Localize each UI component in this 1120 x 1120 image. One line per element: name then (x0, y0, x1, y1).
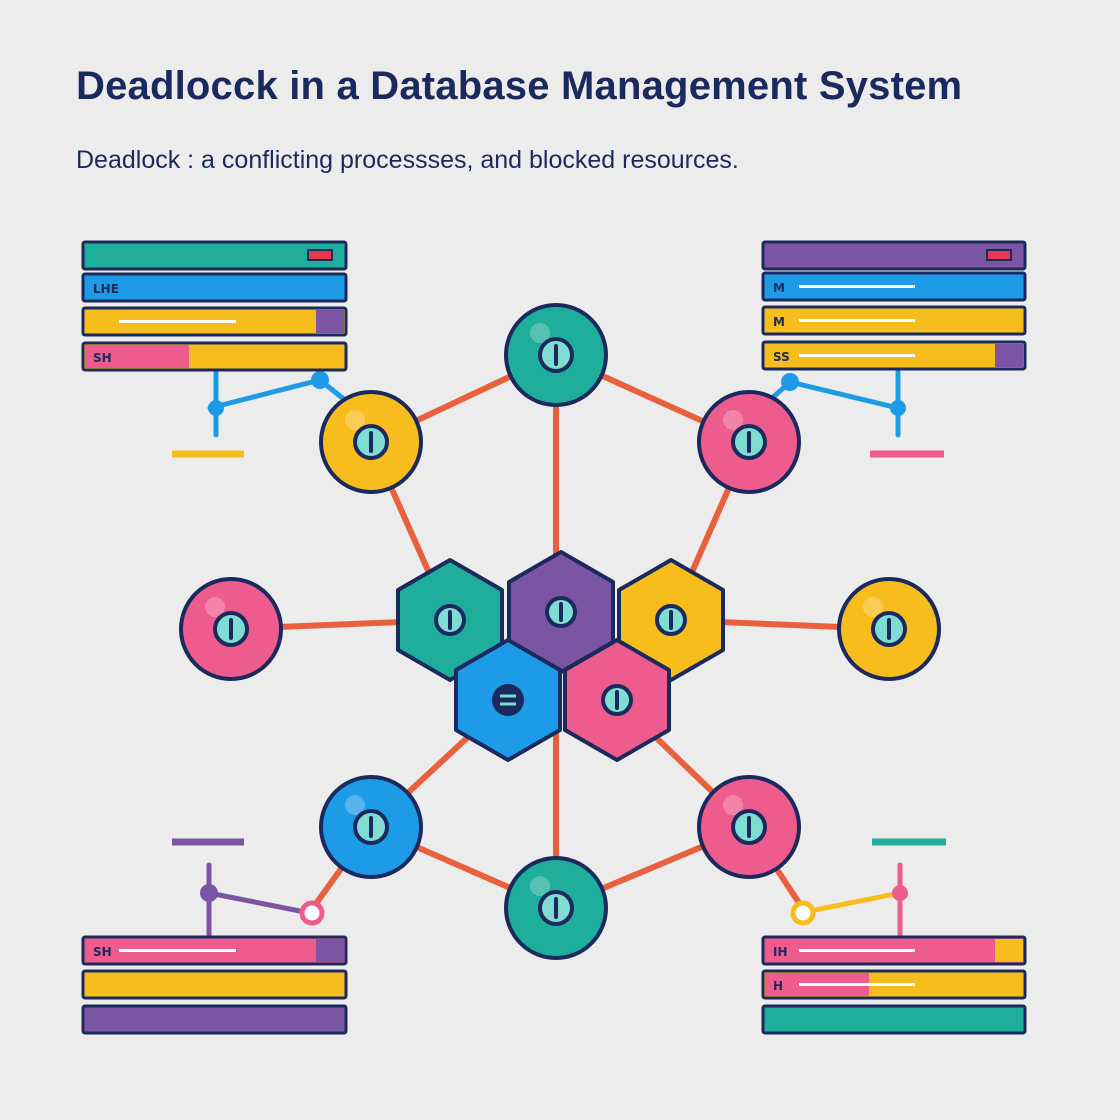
connector-joint (890, 400, 906, 416)
panel-bottom-right: IH H (761, 935, 1027, 1035)
row-label: M (773, 281, 785, 295)
node-highlight (723, 410, 743, 430)
diagram-subtitle: Deadlock : a conflicting processses, and… (76, 146, 739, 174)
connector-top-left (207, 369, 323, 438)
table-row: SH (81, 341, 348, 372)
row-label: IH (773, 945, 788, 959)
connector-link (802, 890, 903, 915)
connector-bottom-left (206, 862, 313, 938)
panel-connectors (172, 369, 946, 938)
row-tag: SH (93, 351, 112, 365)
node-highlight (863, 597, 883, 617)
node-highlight (345, 410, 365, 430)
connector-ring (790, 900, 816, 926)
process-right (837, 577, 941, 681)
panel-top-right: M M SS (761, 240, 1027, 371)
row-label: SH (93, 945, 112, 959)
diagram-title: Deadlocck in a Database Management Syste… (76, 64, 963, 108)
row-bar (81, 272, 348, 303)
resource-cluster (396, 550, 725, 762)
resource-tables: LHE SH M M SS SH IH H (81, 240, 1027, 1035)
panel-top-left: LHE SH (81, 240, 348, 372)
table-row (81, 306, 348, 337)
table-row: H (761, 969, 1027, 1000)
table-row: IH (761, 935, 1027, 966)
resource-purple (507, 550, 615, 674)
table-row: M (761, 305, 1027, 336)
connector-ring (299, 900, 325, 926)
row-label: M (773, 315, 785, 329)
node-highlight (723, 795, 743, 815)
resource-pink (563, 638, 671, 762)
node-highlight (205, 597, 225, 617)
process-upper-right (697, 390, 801, 494)
connector-top-right (787, 369, 901, 438)
connector-link (318, 378, 347, 402)
status-indicator (307, 249, 333, 261)
process-left (179, 577, 283, 681)
process-lower-left (319, 775, 423, 879)
row-label: SS (773, 350, 790, 364)
row-label: H (773, 979, 783, 993)
row-tail-segment (995, 939, 1023, 962)
resource-yellow (617, 558, 725, 682)
table-row (761, 1004, 1027, 1035)
row-bar (761, 240, 1027, 271)
connector-joint (208, 400, 224, 416)
process-lower-right (697, 775, 801, 879)
table-row: M (761, 271, 1027, 302)
table-row (81, 1004, 348, 1035)
process-bottom (504, 856, 608, 960)
node-highlight (530, 876, 550, 896)
equals-icon (492, 684, 524, 716)
resource-teal (396, 558, 504, 682)
node-highlight (345, 795, 365, 815)
status-indicator (986, 249, 1012, 261)
row-tail-segment (316, 939, 344, 962)
process-upper-left (319, 390, 423, 494)
resource-blue (454, 638, 562, 762)
row-head-segment (85, 345, 189, 368)
row-tail-segment (316, 310, 344, 333)
node-highlight (530, 323, 550, 343)
row-bar (81, 240, 348, 271)
table-row (761, 240, 1027, 271)
table-row: LHE (81, 272, 348, 303)
process-nodes (179, 303, 941, 960)
row-bar (761, 1004, 1027, 1035)
process-top (504, 303, 608, 407)
row-label: LHE (93, 282, 119, 296)
connector-joint (892, 885, 908, 901)
row-bar (81, 969, 348, 1000)
table-row: SS (761, 340, 1027, 371)
table-row (81, 969, 348, 1000)
table-row: SH (81, 935, 348, 966)
row-tail-segment (995, 344, 1023, 367)
row-bar (81, 1004, 348, 1035)
table-row (81, 240, 348, 271)
panel-bottom-left: SH (81, 935, 348, 1035)
connector-joint (200, 884, 218, 902)
